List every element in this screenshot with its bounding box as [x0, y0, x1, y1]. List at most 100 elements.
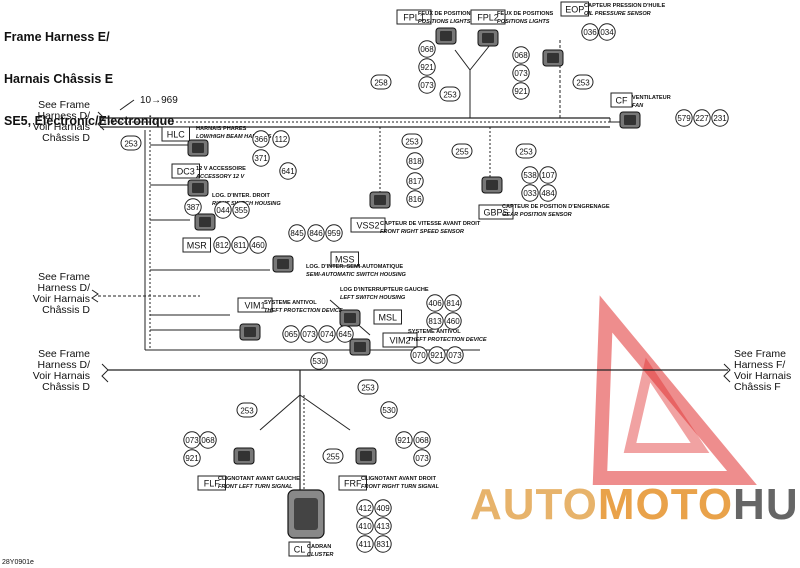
figure-id: 28Y0901e — [2, 559, 34, 566]
harness-ref-line: Châssis D — [42, 132, 90, 144]
riser-fpl2 — [469, 44, 491, 71]
part-number-circle: 366 — [252, 130, 270, 148]
component-code-box — [350, 217, 386, 233]
component-label: LOG. D'INTER. DROIT — [212, 193, 270, 199]
component-code-box — [478, 204, 514, 220]
circle-outline — [356, 499, 374, 517]
wire-label: 253 — [515, 143, 537, 159]
circle-outline — [199, 431, 217, 449]
part-number-circle: 413 — [374, 517, 392, 535]
cluster-connector-face — [294, 498, 318, 530]
component-code: GBPS — [483, 208, 508, 218]
title-line-2: Harnais Châssis E — [4, 72, 114, 86]
component-code: CF — [616, 96, 628, 106]
component-code-box — [237, 297, 273, 313]
component-code: EOP — [565, 5, 584, 15]
circle-number: 959 — [327, 229, 341, 238]
circle-outline — [413, 431, 431, 449]
part-number-circle: 073 — [446, 346, 464, 364]
circle-number: 068 — [514, 51, 528, 60]
circle-outline — [521, 184, 539, 202]
part-number-circle: 406 — [426, 294, 444, 312]
harness-ref-line: Châssis F — [734, 381, 781, 393]
connector-face — [360, 451, 372, 461]
component-label: FRONT RIGHT SPEED SENSOR — [380, 229, 464, 235]
component-label: THEFT PROTECTION DEVICE — [264, 308, 343, 314]
watermark-triangle-inner — [623, 357, 710, 453]
circle-number: 530 — [382, 406, 396, 415]
part-number-circle: 812 — [213, 236, 231, 254]
wire-label-box — [236, 402, 258, 418]
circle-outline — [539, 166, 557, 184]
circle-outline — [406, 152, 424, 170]
component-code: DC3 — [177, 167, 195, 177]
part-number-circle: 813 — [426, 312, 444, 330]
circle-number: 411 — [359, 540, 372, 549]
wire-label-number: 253 — [240, 406, 254, 415]
watermark-part-1: AUTO — [470, 480, 598, 529]
part-number-circle: 817 — [406, 172, 424, 190]
component-label: CLIGNOTANT AVANT GAUCHE — [218, 476, 300, 482]
component-code: HLC — [167, 130, 186, 140]
circle-number: 579 — [677, 114, 691, 123]
branch-frf — [299, 394, 351, 431]
circle-number: 921 — [185, 454, 199, 463]
component-label: SEMI-AUTOMATIC SWITCH HOUSING — [306, 272, 407, 278]
break-left-lower — [101, 363, 109, 383]
circle-number: 073 — [514, 69, 528, 78]
component-cf: CF VENTILATEUR FAN — [610, 92, 671, 129]
title-line-1: Frame Harness E/ — [4, 30, 110, 44]
circle-outline — [356, 517, 374, 535]
wire-label-box — [357, 379, 379, 395]
component-code-box — [396, 9, 432, 25]
part-number-circle: 530 — [380, 401, 398, 419]
circle-number: 813 — [428, 317, 442, 326]
wire-label: 253 — [572, 74, 594, 90]
circle-number: 068 — [201, 436, 215, 445]
circle-outline — [252, 149, 270, 167]
wire-label: 255 — [451, 143, 473, 159]
component-label: LOG. D'INTER. SEMI-AUTOMATIQUE — [306, 264, 403, 270]
part-number-circle: 959 — [325, 224, 343, 242]
circle-number: 044 — [216, 206, 230, 215]
component-label: VENTILATEUR — [632, 95, 671, 101]
part-number-circle: 068 — [418, 40, 436, 58]
connector-face — [624, 115, 636, 125]
circle-number: 921 — [420, 63, 434, 72]
harness-ref-line: See Frame — [38, 271, 90, 283]
component-label: FAN — [632, 103, 644, 109]
wire-label-number: 253 — [519, 147, 533, 156]
connector-face — [244, 327, 256, 337]
component-code-box — [560, 1, 589, 17]
part-number-circle: 073 — [300, 325, 318, 343]
part-number-circle: 034 — [598, 23, 616, 41]
component-label: HARNAIS PHARES — [196, 126, 247, 132]
component-code-box — [171, 163, 200, 179]
component-code-box — [338, 475, 367, 491]
part-number-circle: 073 — [413, 449, 431, 467]
harness-ref-line: Voir Harnais — [33, 293, 90, 305]
component-label: FEUX DE POSITIONS — [497, 11, 554, 17]
wire-label: 258 — [370, 74, 392, 90]
circle-outline — [374, 499, 392, 517]
part-number-circle: 044 — [214, 201, 232, 219]
circle-outline — [232, 201, 250, 219]
circle-outline — [310, 352, 328, 370]
circle-number: 387 — [186, 203, 200, 212]
component-code: FLF — [204, 479, 221, 489]
circle-outline — [184, 198, 202, 216]
part-number-circle: 227 — [693, 109, 711, 127]
circle-outline — [512, 64, 530, 82]
connector-face — [482, 33, 494, 43]
component-label: CLUSTER — [307, 552, 333, 558]
circle-number: 811 — [234, 241, 247, 250]
circle-outline — [356, 535, 374, 553]
harness-ref-line: See Frame — [38, 348, 90, 360]
part-number-circle: 460 — [444, 312, 462, 330]
part-number-circle: 068 — [413, 431, 431, 449]
circle-outline — [418, 76, 436, 94]
component-label: FRONT RIGHT TURN SIGNAL — [361, 484, 440, 490]
part-number-circle: 033 — [521, 184, 539, 202]
